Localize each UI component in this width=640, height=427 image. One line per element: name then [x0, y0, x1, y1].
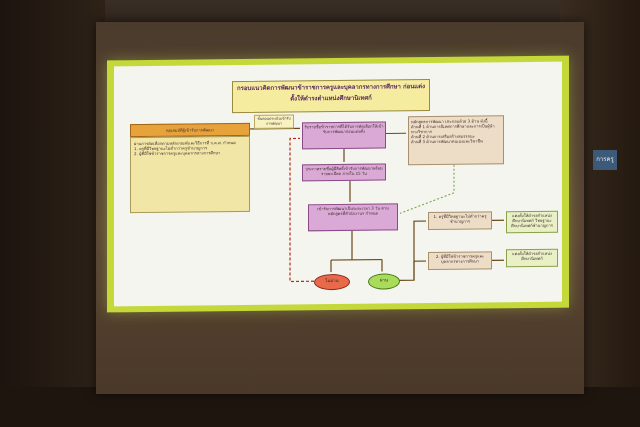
room-wall-left — [0, 0, 105, 427]
slide-canvas: กรอบแนวคิดการพัฒนาข้าราชการครูและบุคลากร… — [114, 61, 562, 307]
outcome-non-teacher: 2. ผู้ที่มีใช่ข้าราชการครูและบุคลากรทางก… — [428, 251, 492, 271]
outcome-teacher: 1. ครูที่มีวิทยฐานะไม่ต่ำกว่าครูชำนาญการ — [428, 211, 492, 231]
arrow-branch — [331, 258, 382, 261]
arrow-no-loop — [289, 137, 314, 283]
step-development: เข้ารับการพัฒนาเป็นระยะเวลา 3 วัน ตามหลั… — [308, 203, 398, 232]
curriculum-box: หลักสูตรการพัฒนา ประกอบด้วย 3 ด้าน ดังนี… — [408, 115, 504, 166]
step-announce-names: ประกาศรายชื่อผู้มีสิทธิ์เข้ารับการพัฒนาพ… — [302, 163, 386, 182]
qualification-line-3: 2. ผู้ที่มีใช่ข้าราชการครูและบุคลากรทางก… — [134, 150, 221, 157]
projected-slide-frame: กรอบแนวคิดการพัฒนาข้าราชการครูและบุคลากร… — [107, 55, 569, 313]
arrow-yes-to-b3 — [413, 260, 426, 281]
qualification-header: คุณสมบัติผู้เข้ารับการพัฒนา — [130, 122, 250, 138]
assessment-label: ขั้นตอนประเมินเข้ารับการพัฒนา — [254, 114, 294, 129]
arrow-b1-to-p3 — [399, 164, 455, 214]
appoint-supervisor-rank: แต่งตั้งให้ดำรงตำแหน่งศึกษานิเทศก์ วิทยฐ… — [506, 210, 558, 234]
arrow-yes-to-b2 — [398, 220, 426, 281]
slide-title: กรอบแนวคิดการพัฒนาข้าราชการครูและบุคลากร… — [232, 79, 430, 114]
appoint-supervisor: แต่งตั้งให้ดำรงตำแหน่งศึกษานิเทศก์ — [506, 248, 558, 268]
step-receive-names: รับรายชื่อข้าราชการที่ได้รับการคัดเลือกใ… — [302, 121, 386, 150]
wall-sign: การครู — [593, 150, 617, 170]
qualification-body: ผ่านการคัดเลือกตามหลักเกณฑ์และวิธีการที่… — [130, 135, 250, 214]
curriculum-line-4: ด้านที่ 3 ด้านการพัฒนาตนเองและวิชาชีพ — [411, 138, 483, 145]
